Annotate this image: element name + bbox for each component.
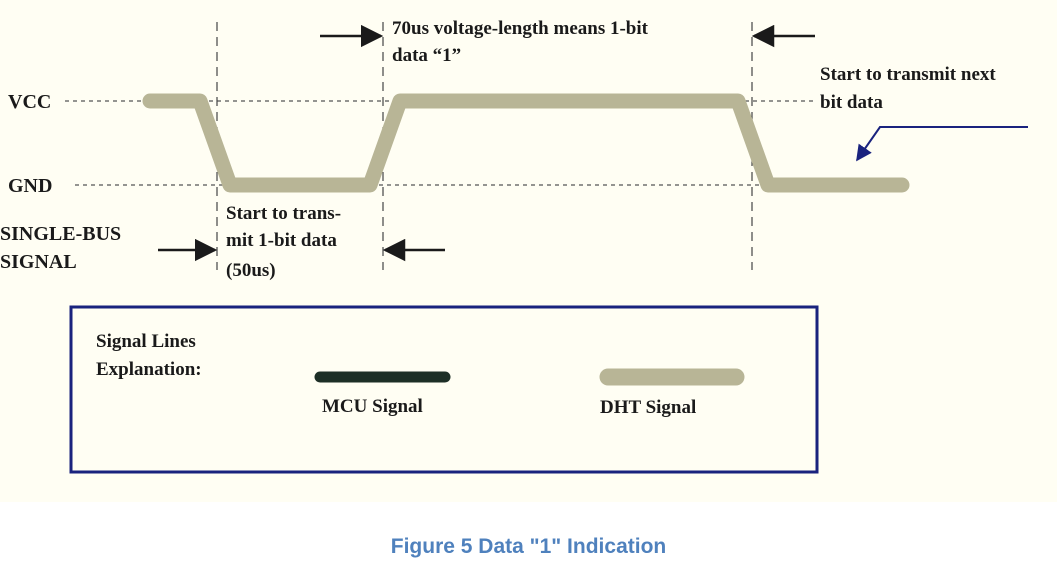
- gnd-label: GND: [8, 175, 52, 197]
- legend-box: Signal Lines Explanation: MCU Signal DHT…: [69, 305, 819, 474]
- low-duration-annotation-line3: (50us): [226, 260, 276, 281]
- high-duration-annotation-line1: 70us voltage-length means 1-bit: [392, 18, 649, 39]
- legend-title-line2: Explanation:: [96, 359, 202, 380]
- next-bit-pointer-arrow: [856, 126, 1028, 162]
- single-bus-label-line2: SIGNAL: [0, 251, 77, 273]
- dht-signal-label: DHT Signal: [600, 397, 696, 418]
- legend-border: [69, 305, 819, 474]
- low-duration-annotation-line1: Start to trans-: [226, 203, 341, 224]
- low-duration-annotation-line2: mit 1-bit data: [226, 230, 337, 251]
- high-duration-annotation-line2: data “1”: [392, 45, 461, 66]
- next-bit-annotation-line1: Start to transmit next: [820, 64, 996, 85]
- legend-title-line1: Signal Lines: [96, 331, 196, 352]
- single-bus-label-line1: SINGLE-BUS: [0, 223, 121, 245]
- vcc-label: VCC: [8, 91, 51, 113]
- dht-signal-waveform: [142, 93, 910, 193]
- figure-caption: Figure 5 Data "1" Indication: [390, 535, 667, 558]
- mcu-signal-label: MCU Signal: [322, 396, 423, 417]
- next-bit-annotation-line2: bit data: [820, 92, 883, 113]
